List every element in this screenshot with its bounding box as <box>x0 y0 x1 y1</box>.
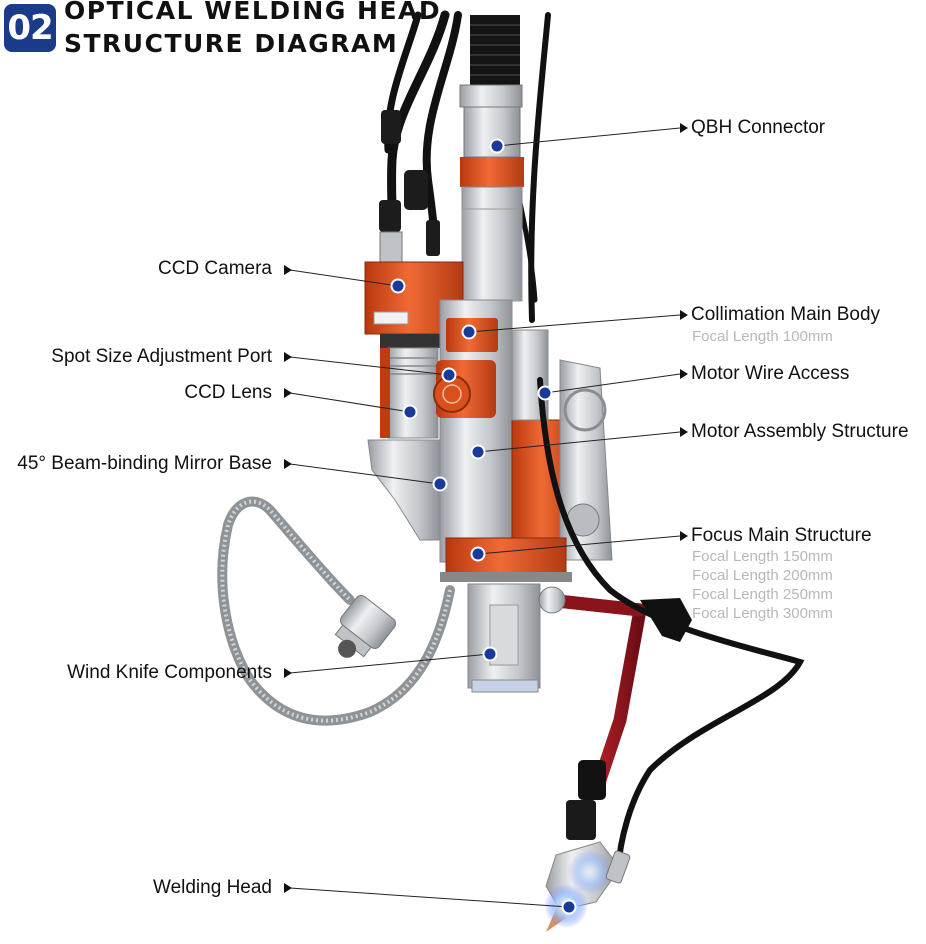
cable-plug-1 <box>381 110 401 144</box>
title-line-2: STRUCTURE DIAGRAM <box>64 29 399 58</box>
label-ccd-camera: CCD Camera <box>157 258 272 279</box>
red-arm <box>541 593 648 787</box>
bnc-connector <box>379 231 403 263</box>
arm-ball-joint <box>538 586 566 614</box>
arrowheads <box>284 123 688 893</box>
caption-collimation-focal-length: Focal Length 100mm <box>692 328 833 345</box>
caption-focus-focal-200: Focal Length 200mm <box>692 567 833 584</box>
leader-lines <box>289 127 681 908</box>
label-motor-wire-access: Motor Wire Access <box>691 363 850 384</box>
air-nozzle <box>334 594 397 658</box>
caption-focus-focal-150: Focal Length 150mm <box>692 548 833 565</box>
focus-orange-ring <box>445 537 567 575</box>
page-title: OPTICAL WELDING HEAD STRUCTURE DIAGRAM <box>64 0 441 60</box>
cable-plug-2 <box>404 170 428 210</box>
label-welding-head: Welding Head <box>152 877 272 898</box>
caption-focus-focal-250: Focal Length 250mm <box>692 586 833 603</box>
callout-dots <box>390 138 577 915</box>
label-spot-size-adjustment-port: Spot Size Adjustment Port <box>51 346 272 367</box>
label-ccd-lens: CCD Lens <box>184 382 272 403</box>
qbh-orange-ring <box>460 157 524 187</box>
mirror-base <box>367 439 441 541</box>
title-line-1: OPTICAL WELDING HEAD <box>64 0 442 25</box>
label-motor-assembly-structure: Motor Assembly Structure <box>691 421 909 442</box>
label-focus-main-structure: Focus Main Structure <box>691 525 872 546</box>
label-collimation-main-body: Collimation Main Body <box>691 304 881 325</box>
label-qbh-connector: QBH Connector <box>691 117 826 138</box>
torch-grip <box>566 800 596 840</box>
section-number-badge: 02 <box>4 4 56 52</box>
qbh-collar <box>459 84 523 108</box>
label-mirror-base: 45° Beam-binding Mirror Base <box>17 453 272 474</box>
cable-plug-4 <box>426 220 440 256</box>
cable-plug-3 <box>379 200 401 232</box>
right-cable <box>537 377 805 873</box>
qbh-cable <box>470 15 520 85</box>
collimation-tube <box>461 208 523 302</box>
ccd-lens-body <box>387 347 439 439</box>
qbh-lower-ring <box>461 186 523 210</box>
label-wind-knife-components: Wind Knife Components <box>67 662 272 683</box>
caption-focus-focal-300: Focal Length 300mm <box>692 605 833 622</box>
